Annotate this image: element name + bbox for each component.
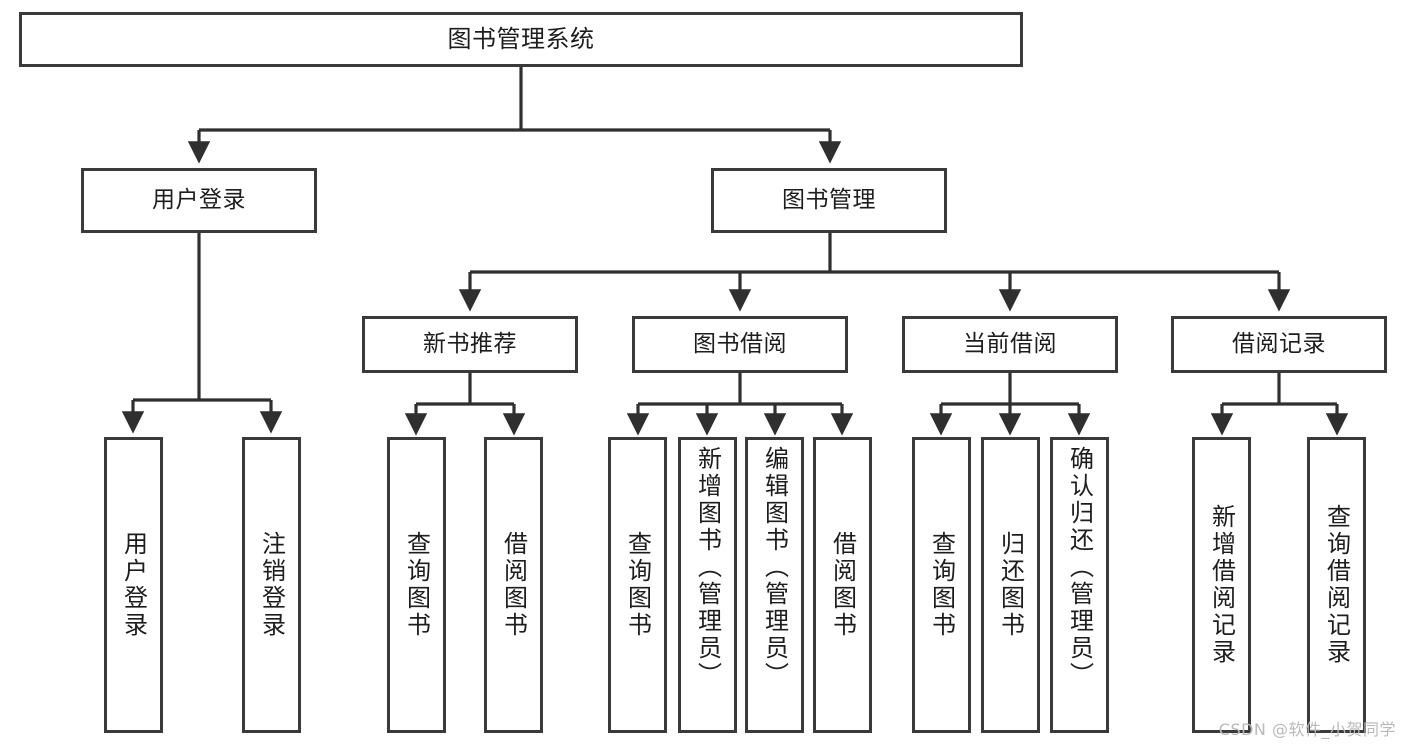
leaf-user-login-logout[interactable]: 注销登录 bbox=[242, 437, 301, 733]
node-label: 归还图书 bbox=[996, 531, 1025, 639]
leaf-book-borrow-borrow[interactable]: 借阅图书 bbox=[813, 437, 872, 733]
leaf-current-borrow-confirm-return[interactable]: 确认归还（管理员） bbox=[1050, 437, 1109, 733]
node-label: 借阅记录 bbox=[1232, 330, 1326, 357]
leaf-current-borrow-return[interactable]: 归还图书 bbox=[981, 437, 1040, 733]
node-label: 注销登录 bbox=[257, 531, 286, 639]
node-new-book-recommend[interactable]: 新书推荐 bbox=[362, 316, 578, 373]
node-label: 借阅图书 bbox=[828, 531, 857, 639]
node-book-borrow[interactable]: 图书借阅 bbox=[632, 316, 848, 373]
leaf-book-borrow-edit[interactable]: 编辑图书（管理员） bbox=[745, 437, 804, 733]
node-label: 借阅图书 bbox=[499, 531, 528, 639]
leaf-borrow-record-add[interactable]: 新增借阅记录 bbox=[1192, 437, 1251, 733]
leaf-book-borrow-query[interactable]: 查询图书 bbox=[608, 437, 667, 733]
node-label: 查询借阅记录 bbox=[1322, 504, 1351, 666]
node-label: 新增借阅记录 bbox=[1207, 504, 1236, 666]
node-label: 图书管理系统 bbox=[447, 25, 595, 54]
node-book-management[interactable]: 图书管理 bbox=[711, 168, 947, 233]
leaf-current-borrow-query[interactable]: 查询图书 bbox=[912, 437, 971, 733]
leaf-new-book-borrow[interactable]: 借阅图书 bbox=[484, 437, 543, 733]
node-current-borrow[interactable]: 当前借阅 bbox=[902, 316, 1118, 373]
node-user-login[interactable]: 用户登录 bbox=[81, 168, 317, 233]
node-label: 查询图书 bbox=[927, 531, 956, 639]
leaf-user-login-login[interactable]: 用户登录 bbox=[104, 437, 163, 733]
node-label: 编辑图书（管理员） bbox=[760, 446, 789, 689]
leaf-new-book-query[interactable]: 查询图书 bbox=[387, 437, 446, 733]
node-root-system[interactable]: 图书管理系统 bbox=[19, 12, 1023, 67]
node-borrow-record[interactable]: 借阅记录 bbox=[1171, 316, 1387, 373]
node-label: 新增图书（管理员） bbox=[693, 446, 722, 689]
node-label: 新书推荐 bbox=[423, 330, 517, 357]
node-label: 查询图书 bbox=[623, 531, 652, 639]
leaf-borrow-record-query[interactable]: 查询借阅记录 bbox=[1307, 437, 1366, 733]
watermark: CSDN @软件_小贺同学 bbox=[1218, 720, 1396, 739]
node-label: 用户登录 bbox=[152, 186, 246, 213]
node-label: 用户登录 bbox=[119, 531, 148, 639]
node-label: 查询图书 bbox=[402, 531, 431, 639]
node-label: 当前借阅 bbox=[963, 330, 1057, 357]
leaf-book-borrow-add[interactable]: 新增图书（管理员） bbox=[678, 437, 737, 733]
node-label: 确认归还（管理员） bbox=[1065, 446, 1094, 689]
node-label: 图书管理 bbox=[782, 186, 876, 213]
node-label: 图书借阅 bbox=[693, 330, 787, 357]
